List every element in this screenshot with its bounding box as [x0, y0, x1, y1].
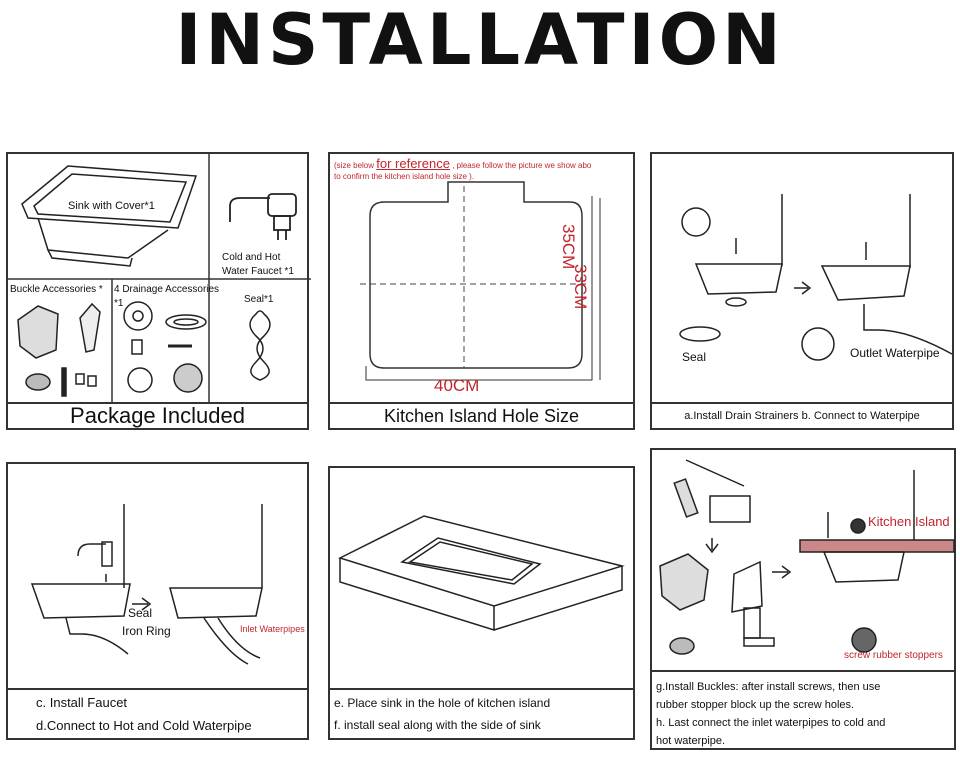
faucet-icon — [229, 193, 297, 240]
buckle-accessories-icon — [17, 302, 101, 397]
page-title: INSTALLATION — [175, 0, 785, 81]
hole-note-line-1: (size below for reference , please follo… — [334, 156, 591, 171]
dim-33cm-label: 33CM — [571, 264, 590, 310]
seal-ring-icon — [679, 326, 721, 342]
hole-note-suffix: , please follow the picture we show abo — [452, 161, 592, 170]
faucet-caption-1: c. Install Faucet — [36, 695, 128, 710]
place-sink-panel: e. Place sink in the hole of kitchen isl… — [328, 466, 635, 740]
buckles-caption-2: rubber stopper block up the screw holes. — [656, 699, 855, 711]
buckle-label: Buckle Accessories * — [10, 284, 103, 295]
place-caption-2: f. install seal along with the side of s… — [334, 718, 541, 732]
strainer-icon — [681, 207, 711, 237]
place-sink-diagram — [337, 515, 625, 632]
drainage-label-2: *1 — [114, 298, 124, 309]
buckles-caption: g.Install Buckles: after install screws,… — [652, 670, 954, 748]
faucet-label-2: Water Faucet *1 — [222, 266, 294, 277]
seal-icon — [249, 310, 271, 381]
faucet-label-1: Cold and Hot — [222, 252, 281, 263]
hole-caption: Kitchen Island Hole Size — [330, 402, 633, 428]
buckles-panel: Kitchen Island screw rubber stoppers g.I… — [650, 448, 956, 750]
buckles-caption-4: hot waterpipe. — [656, 735, 726, 747]
drain-caption-text: a.Install Drain Strainers b. Connect to … — [684, 410, 920, 422]
hole-note-prefix: (size below — [334, 161, 375, 170]
hole-size-diagram — [360, 181, 601, 381]
screw-rubber-stoppers-label: screw rubber stoppers — [844, 650, 943, 661]
faucet-seal-label: Seal — [128, 606, 153, 620]
drainage-accessories-icon — [123, 301, 207, 393]
sink-cover-label: Sink with Cover*1 — [68, 200, 155, 212]
faucet-caption: c. Install Faucet d.Connect to Hot and C… — [8, 688, 307, 738]
seal-label: Seal*1 — [244, 294, 274, 305]
drain-seal-label: Seal — [682, 350, 707, 364]
package-caption-text: Package Included — [70, 403, 245, 428]
hole-size-panel: (size below for reference , please follo… — [328, 152, 635, 430]
iron-ring-label: Iron Ring — [122, 624, 171, 638]
hole-caption-text: Kitchen Island Hole Size — [383, 405, 580, 426]
buckles-caption-1: g.Install Buckles: after install screws,… — [656, 681, 881, 693]
drain-caption: a.Install Drain Strainers b. Connect to … — [652, 402, 952, 428]
hole-note-line-2: to confirm the kitchen island hole size … — [334, 172, 475, 181]
package-panel: Sink with Cover*1 Cold and Hot Water Fau… — [6, 152, 311, 430]
faucet-diagram — [30, 504, 263, 665]
faucet-panel: Seal Iron Ring Inlet Waterpipes c. Insta… — [6, 462, 309, 740]
buckles-caption-3: h. Last connect the inlet waterpipes to … — [656, 717, 886, 729]
dim-40cm-label: 40CM — [434, 376, 480, 395]
drain-diagram — [679, 194, 953, 361]
faucet-caption-2: d.Connect to Hot and Cold Waterpipe — [36, 718, 252, 733]
drainage-label-1: 4 Drainage Accessories — [114, 284, 220, 295]
outlet-waterpipe-label: Outlet Waterpipe — [850, 346, 940, 360]
place-caption: e. Place sink in the hole of kitchen isl… — [330, 688, 633, 738]
buckles-diagram — [659, 459, 955, 655]
package-caption: Package Included — [8, 402, 307, 428]
sink-cover-icon — [21, 165, 198, 267]
inlet-waterpipes-label: Inlet Waterpipes — [240, 624, 305, 634]
package-illustration — [8, 154, 311, 402]
dim-35cm-label: 35CM — [559, 224, 578, 270]
place-caption-1: e. Place sink in the hole of kitchen isl… — [334, 696, 551, 710]
drain-panel: Seal Outlet Waterpipe a.Install Drain St… — [650, 152, 954, 430]
kitchen-island-label: Kitchen Island — [868, 514, 950, 529]
hole-note-reference: for reference — [376, 156, 450, 171]
